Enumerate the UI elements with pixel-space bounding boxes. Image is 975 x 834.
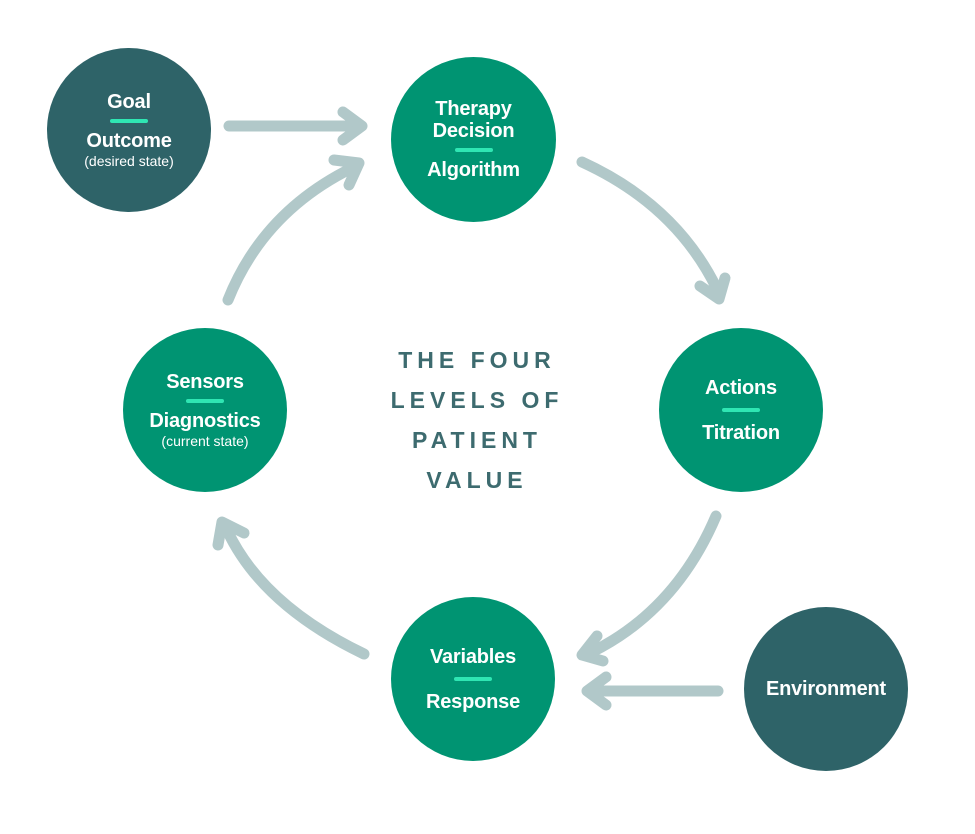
center-title-line-1: THE FOUR bbox=[398, 347, 556, 373]
center-title-line-3: PATIENT bbox=[412, 427, 542, 453]
divider-bar bbox=[722, 407, 760, 412]
node-response-label: Response bbox=[426, 690, 520, 713]
arrow-therapy-to-actions-head bbox=[694, 272, 731, 305]
node-sensors-note: (current state) bbox=[161, 432, 249, 449]
arrow-actions-to-variables-head bbox=[576, 630, 609, 667]
node-sensors-diagnostics: Sensors Diagnostics (current state) bbox=[123, 328, 287, 492]
divider-bar bbox=[454, 676, 492, 681]
node-goal-note: (desired state) bbox=[84, 152, 174, 169]
node-outcome-label: Outcome bbox=[86, 129, 172, 152]
divider-bar bbox=[454, 148, 493, 152]
arrow-variables-to-sensors-head bbox=[212, 516, 250, 551]
node-diagnostics-label: Diagnostics bbox=[149, 409, 261, 432]
arrow-environment-to-variables-head bbox=[581, 671, 612, 711]
node-algorithm-label: Algorithm bbox=[427, 159, 520, 181]
node-environment-label: Environment bbox=[765, 678, 887, 700]
node-titration-label: Titration bbox=[702, 421, 780, 444]
node-variables-label: Variables bbox=[429, 645, 517, 668]
node-actions-label: Actions bbox=[705, 376, 777, 399]
arrow-actions-to-variables bbox=[586, 510, 722, 658]
node-therapy-label-2: Decision bbox=[432, 120, 515, 142]
node-environment: Environment bbox=[744, 607, 908, 771]
node-goal-outcome: Goal Outcome (desired state) bbox=[47, 48, 211, 212]
arrow-goal-to-therapy-head bbox=[337, 106, 368, 146]
center-title-line-2: LEVELS OF bbox=[390, 387, 564, 413]
arrow-variables-to-sensors bbox=[221, 524, 370, 660]
arrow-sensors-to-therapy bbox=[222, 162, 358, 306]
arrow-therapy-to-actions bbox=[576, 156, 723, 295]
node-actions-titration: Actions Titration bbox=[659, 328, 823, 492]
center-title: THE FOUR LEVELS OF PATIENT VALUE bbox=[352, 340, 602, 500]
node-goal-label: Goal bbox=[107, 90, 151, 113]
divider-bar bbox=[186, 398, 224, 403]
arrow-sensors-to-therapy-head bbox=[328, 154, 365, 191]
divider-bar bbox=[110, 118, 148, 123]
node-therapy-label-1: Therapy bbox=[435, 98, 512, 120]
center-title-line-4: VALUE bbox=[426, 467, 528, 493]
node-therapy-decision: Therapy Decision Algorithm bbox=[391, 57, 556, 222]
node-sensors-label: Sensors bbox=[166, 370, 244, 393]
node-variables-response: Variables Response bbox=[391, 597, 555, 761]
